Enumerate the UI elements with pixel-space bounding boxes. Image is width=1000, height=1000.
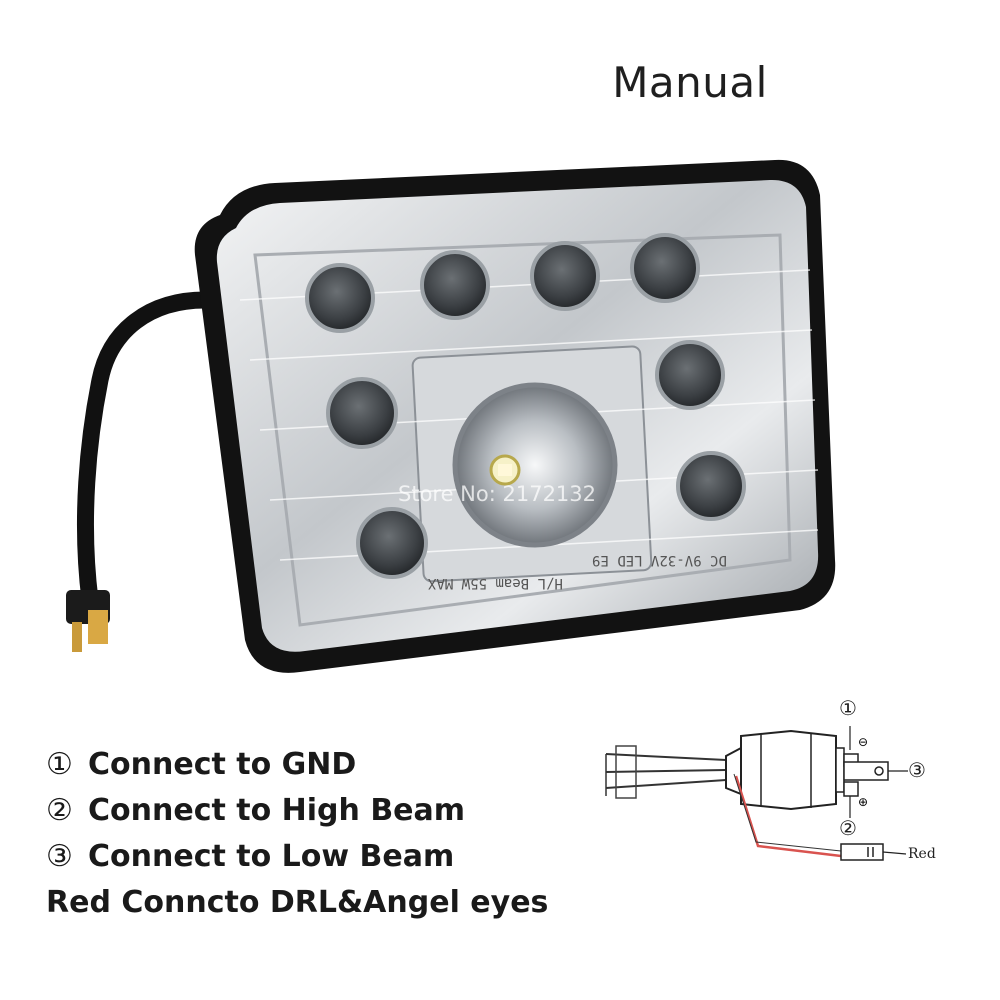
wiring-diagram: ⊖ ⊕ ① ③ ② Red [596, 696, 956, 876]
pin2-marker: ② [839, 816, 857, 840]
led-pod [326, 377, 398, 449]
step-marker: ③ [46, 839, 73, 874]
beam-label: H/L Beam 55W MAX [428, 575, 563, 591]
connector-drawing: ⊖ ⊕ [605, 726, 908, 861]
h4-plug [66, 590, 110, 652]
store-watermark: Store No: 2172132 [398, 482, 597, 506]
led-pod [655, 340, 725, 410]
led-pod [420, 250, 490, 320]
led-pods [305, 233, 746, 579]
svg-text:⊕: ⊕ [858, 795, 868, 809]
svg-text:⊖: ⊖ [858, 735, 868, 749]
step-marker: ② [46, 793, 73, 828]
led-pod [676, 451, 746, 521]
led-pod [356, 507, 428, 579]
center-projector [452, 382, 618, 548]
led-pod [630, 233, 700, 303]
power-cable [76, 291, 214, 609]
instruction-red-wire: Red Conncto DRL&Angel eyes [46, 885, 549, 920]
led-pod [530, 241, 600, 311]
headlight-photo [66, 159, 836, 673]
led-pod [305, 263, 375, 333]
voltage-label: DC 9V-32V LED E9 [592, 552, 727, 568]
pin1-marker: ① [839, 696, 857, 720]
red-wire-label: Red [908, 846, 936, 862]
pin3-marker: ③ [908, 758, 926, 782]
red-drl-wire [734, 775, 842, 858]
step-marker: ① [46, 747, 73, 782]
manual-title: Manual [612, 58, 768, 107]
